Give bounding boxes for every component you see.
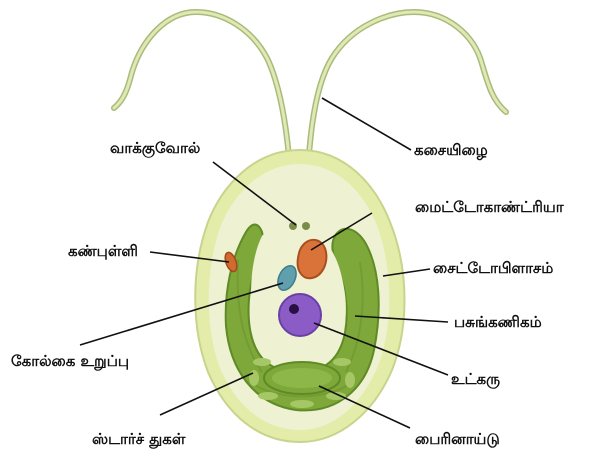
label-cell-wall: கோல்கை உறுப்பு — [11, 352, 129, 370]
starch-grain — [258, 392, 278, 400]
leader-flagellum — [322, 98, 411, 150]
starch-grain — [345, 372, 355, 388]
label-flagellum: கசையிழை — [414, 141, 488, 159]
label-cytoplasm: சைட்டோபிளாசம் — [433, 259, 553, 277]
nucleolus — [289, 304, 299, 314]
label-nucleus: உட்கரு — [451, 370, 500, 388]
starch-grain — [290, 400, 314, 408]
starch-grain — [253, 358, 271, 366]
nucleus — [279, 294, 321, 336]
label-eyespot: கண்புள்ளி — [68, 242, 138, 260]
label-mitochondria: மைட்டோகாண்ட்ரியா — [415, 198, 564, 216]
label-vacuole: வாக்குவோல் — [110, 139, 200, 157]
mitochondria — [298, 240, 327, 278]
label-chloroplast: பசுங்கணிகம் — [454, 313, 542, 331]
starch-grain — [249, 370, 259, 386]
starch-grain — [333, 358, 351, 366]
label-pyrenoid: பைரினாய்டு — [415, 430, 500, 448]
label-starch: ஸ்டார்ச் துகள் — [92, 430, 185, 448]
